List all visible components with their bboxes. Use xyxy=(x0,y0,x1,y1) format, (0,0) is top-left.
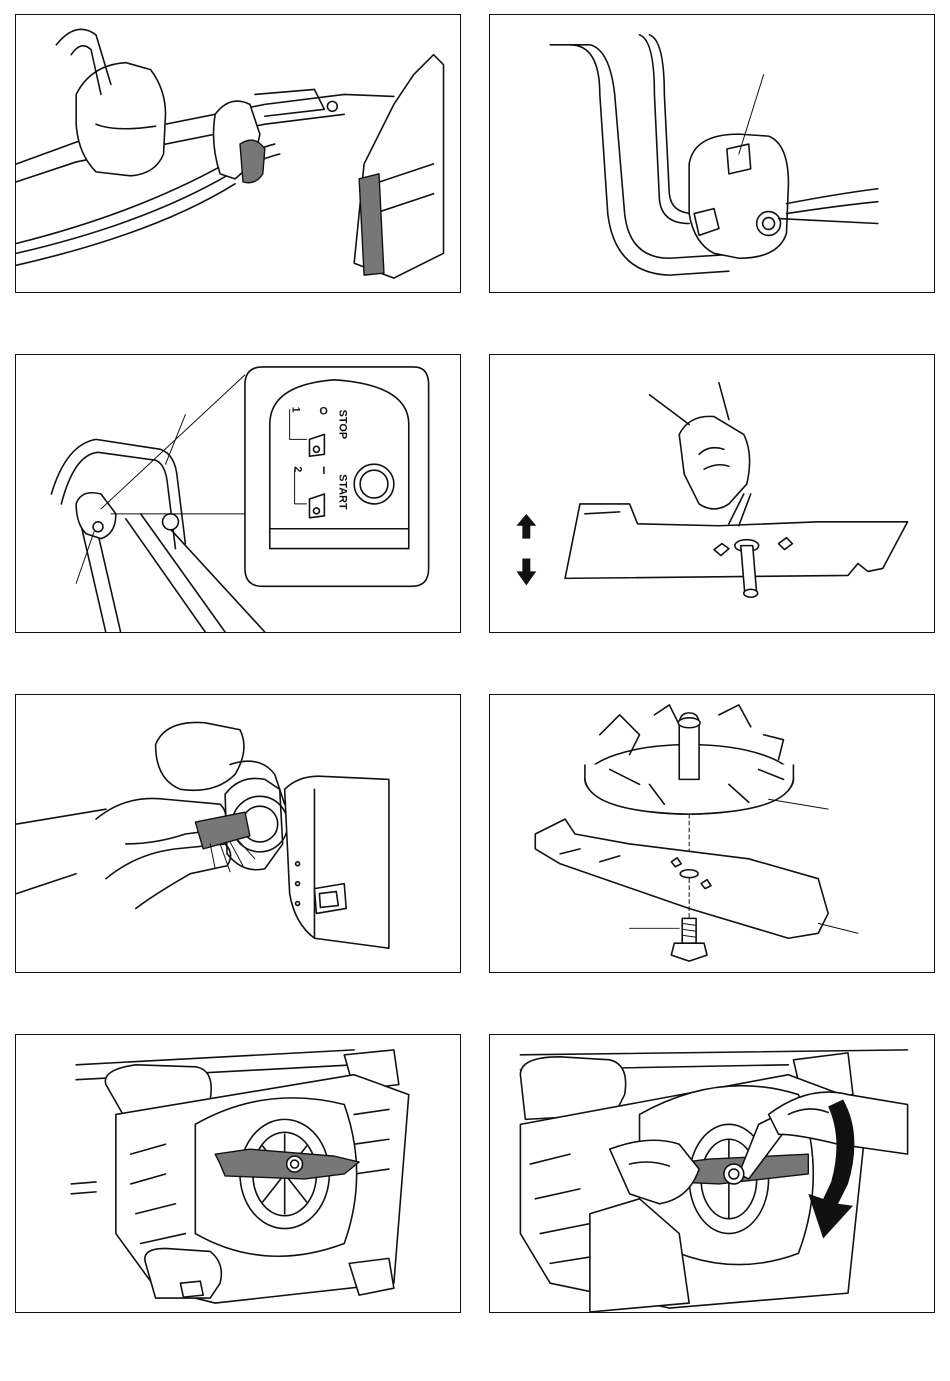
blade-tightening-illustration xyxy=(490,1035,934,1312)
stop-label: STOP xyxy=(336,410,348,439)
on-symbol: I xyxy=(322,465,325,477)
mower-underside-illustration xyxy=(16,1035,460,1312)
figure-cable-clamp xyxy=(15,14,461,293)
switch-box-illustration xyxy=(490,15,934,292)
up-arrow-icon xyxy=(516,514,536,539)
blade-assembly-illustration xyxy=(490,695,934,972)
figure-mower-underside xyxy=(15,1034,461,1313)
figure-blade-assembly xyxy=(489,694,935,973)
start-label: START xyxy=(336,474,348,510)
figure-switch-box xyxy=(489,14,935,293)
figure-blade-balance xyxy=(489,354,935,633)
figure-blade-tightening xyxy=(489,1034,935,1313)
step-2-label: 2 xyxy=(292,466,304,472)
sharpening-illustration xyxy=(16,695,460,972)
off-symbol: O xyxy=(319,406,328,418)
cable-clamp-illustration xyxy=(16,15,460,292)
start-stop-illustration: STOP START O I 1 2 xyxy=(16,355,460,632)
step-1-label: 1 xyxy=(290,407,302,413)
down-arrow-icon xyxy=(516,559,536,586)
figure-start-stop-switch: STOP START O I 1 2 xyxy=(15,354,461,633)
figure-blade-sharpening xyxy=(15,694,461,973)
blade-balance-illustration xyxy=(490,355,934,632)
